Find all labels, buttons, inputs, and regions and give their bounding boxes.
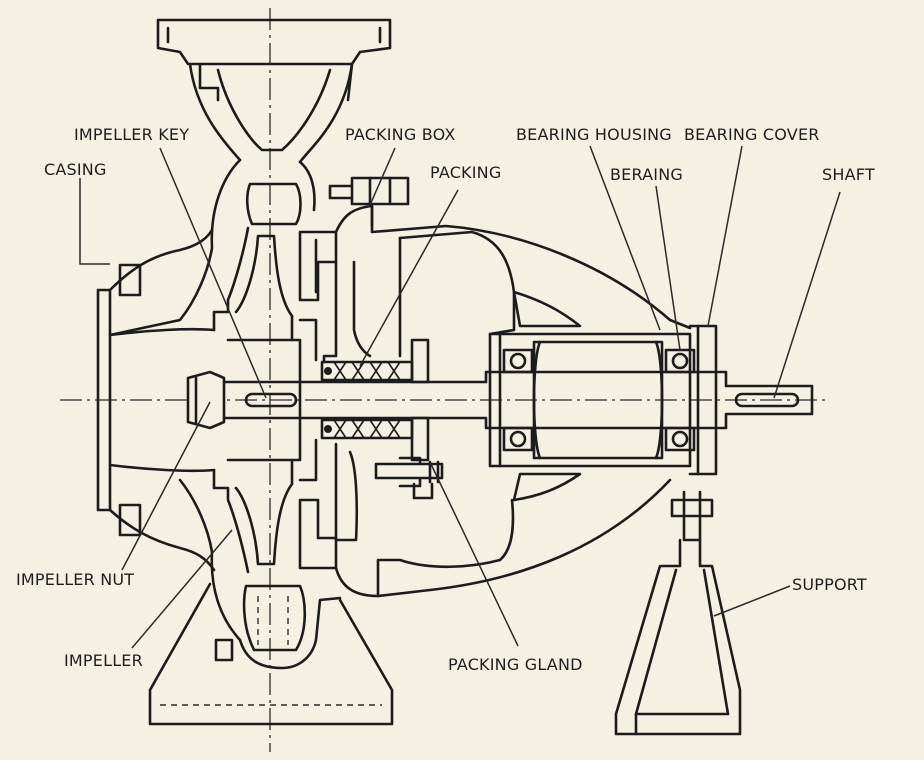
label-beraing: BERAING <box>610 165 683 184</box>
impeller-nut <box>186 370 226 430</box>
center-lines <box>60 8 830 752</box>
support <box>614 538 742 736</box>
impeller <box>212 226 302 574</box>
label-impeller: IMPELLER <box>64 651 143 670</box>
label-bearing-cover: BEARING COVER <box>684 125 820 144</box>
packing-box <box>298 176 410 598</box>
label-shaft: SHAFT <box>822 165 875 184</box>
label-support: SUPPORT <box>792 575 867 594</box>
label-impeller-key: IMPELLER KEY <box>74 125 189 144</box>
label-packing-box: PACKING BOX <box>345 125 456 144</box>
label-impeller-nut: IMPELLER NUT <box>16 570 134 589</box>
bearing-housing <box>370 204 696 598</box>
label-bearing-housing: BEARING HOUSING <box>516 125 672 144</box>
label-casing: CASING <box>44 160 107 179</box>
label-packing-gland: PACKING GLAND <box>448 655 583 674</box>
packing-gland <box>374 338 444 500</box>
labels: IMPELLER KEY PACKING BOX BEARING HOUSING… <box>16 125 875 674</box>
casing <box>96 18 394 726</box>
label-packing: PACKING <box>430 163 501 182</box>
shaft <box>222 370 814 430</box>
bearing-cover <box>670 324 718 542</box>
leader-lines <box>79 145 841 649</box>
impeller-key <box>244 392 298 408</box>
